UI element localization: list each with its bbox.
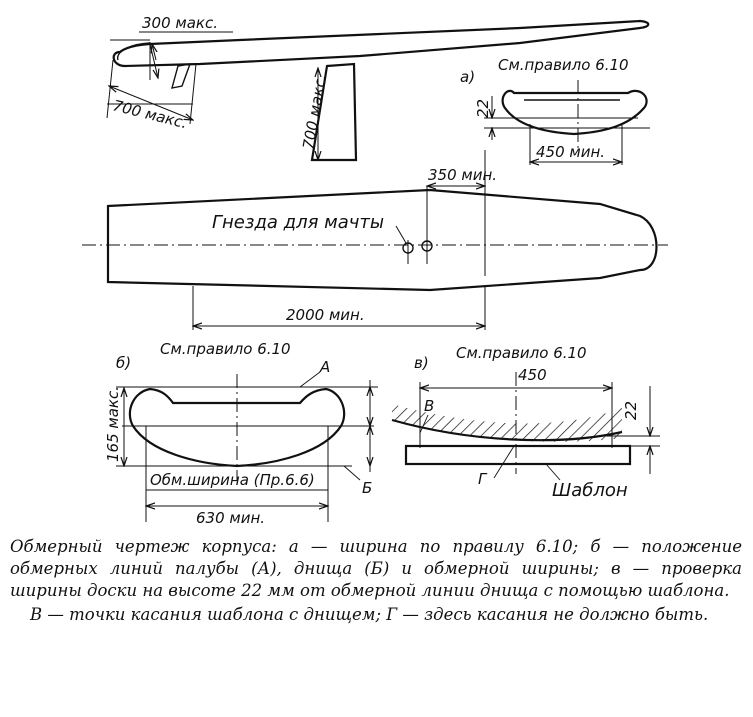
label-A: А: [319, 358, 330, 376]
label-G: Г: [478, 470, 488, 488]
section-v: в) См.правило 6.10 450 В 22 Г Шаблон: [391, 344, 660, 501]
label-700-max-fin: 700 макс.: [299, 73, 330, 151]
template-plate: [404, 444, 632, 466]
label-B: Б: [362, 479, 372, 497]
label-22-a: 22: [474, 99, 492, 118]
label-350-min: 350 мин.: [428, 166, 497, 184]
mast-foot: [171, 63, 192, 89]
label-V: В: [424, 397, 434, 415]
top-view: 350 мин. Гнезда для мачты 2000 мин.: [82, 150, 668, 330]
label-450-min: 450 мин.: [536, 143, 605, 161]
label-630-min: 630 мин.: [196, 509, 265, 527]
label-450: 450: [518, 366, 547, 384]
hull-measurement-drawing: 300 макс. 700 макс. 700 макс. а) См.прав…: [82, 14, 668, 527]
section-a: а) См.правило 6.10 22 450 мин.: [460, 56, 650, 165]
label-rule-a: См.правило 6.10: [498, 56, 629, 74]
label-template: Шаблон: [552, 480, 628, 501]
label-sub-b: б): [116, 354, 131, 372]
label-sub-a: а): [460, 68, 475, 86]
board-side-profile: [112, 19, 650, 68]
label-22-v: 22: [622, 401, 640, 420]
section-b: б) См.правило 6.10 165 макс. А Б Обм.шир…: [104, 340, 378, 527]
caption-line-2: В — точки касания шаблона с днищем; Г — …: [30, 605, 709, 624]
label-rule-v: См.правило 6.10: [456, 344, 587, 362]
board-top-outline: [106, 188, 658, 292]
section-b-outline: [128, 387, 346, 468]
label-300-max: 300 макс.: [142, 14, 218, 32]
label-700-max-nose: 700 макс.: [111, 96, 189, 132]
figure-caption: Обмерный чертеж корпуса: а — ширина по п…: [10, 536, 742, 626]
caption-line-1: Обмерный чертеж корпуса: а — ширина по п…: [10, 537, 742, 600]
nose-curve: [116, 42, 151, 61]
label-2000-min: 2000 мин.: [286, 306, 365, 324]
label-165-max: 165 макс.: [104, 386, 122, 462]
label-rule-b: См.правило 6.10: [160, 340, 291, 358]
label-mast-sockets: Гнезда для мачты: [212, 212, 384, 233]
label-meas-width: Обм.ширина (Пр.6.6): [150, 471, 315, 489]
section-a-outline: [501, 89, 648, 136]
label-sub-v: в): [414, 354, 429, 372]
side-view: 300 макс. 700 макс. 700 макс.: [106, 14, 650, 162]
